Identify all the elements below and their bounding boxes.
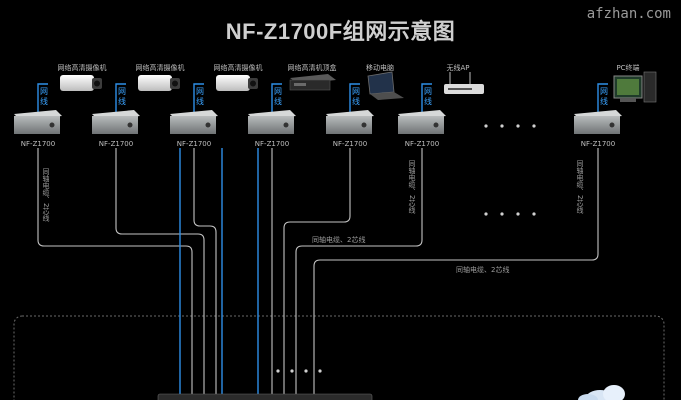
network-zone-frame <box>13 315 665 400</box>
coax-label: 同轴电缆、2芯线 <box>456 265 509 274</box>
coax-cable <box>37 148 193 400</box>
camera-icon <box>216 75 258 91</box>
network-cable <box>349 83 360 112</box>
net-label: 线 <box>196 96 204 106</box>
converter-icon <box>14 110 62 134</box>
converter-icon <box>248 110 296 134</box>
device-label: 移动电脑 <box>366 63 394 72</box>
network-cable <box>193 83 204 112</box>
desktop-pc-icon <box>613 71 657 103</box>
converter-icon <box>574 110 622 134</box>
net-label: 网 <box>274 87 282 96</box>
net-label: 网 <box>196 87 204 96</box>
converter-label: NF-Z1700 <box>581 140 615 148</box>
coax-cable <box>115 148 205 400</box>
network-cable <box>421 83 432 112</box>
net-label: 线 <box>118 96 126 106</box>
network-cable <box>597 83 608 112</box>
device-label: 网络高清摄像机 <box>58 63 107 72</box>
network-cable <box>271 83 282 112</box>
coax-cable <box>193 148 217 400</box>
device-label: 网络高清机顶盒 <box>288 63 337 72</box>
camera-icon <box>138 75 180 91</box>
set-top-box-icon <box>289 74 336 91</box>
net-label: 网 <box>352 87 360 96</box>
converter-label: NF-Z1700 <box>333 140 367 148</box>
converter-label: NF-Z1700 <box>99 140 133 148</box>
coax-cable <box>295 148 423 400</box>
device-label: PC终端 <box>616 63 639 72</box>
coax-vertical-label: 同轴电缆、2芯线 <box>576 160 584 214</box>
converter-icon <box>326 110 374 134</box>
converter-label: NF-Z1700 <box>21 140 55 148</box>
more-devices-dots <box>276 124 536 373</box>
watermark: afzhan.com <box>586 6 671 22</box>
coax-cable <box>283 148 351 400</box>
coax-label: 同轴电缆、2芯线 <box>312 235 365 244</box>
converter-label: NF-Z1700 <box>177 140 211 148</box>
net-label: 线 <box>424 96 432 106</box>
laptop-icon <box>367 71 404 100</box>
converter-icon <box>92 110 140 134</box>
cloud-icon <box>578 385 625 400</box>
net-label: 网 <box>424 87 432 96</box>
net-label: 线 <box>40 96 48 106</box>
wireless-router-icon <box>444 72 484 94</box>
coax-vertical-label: 同轴电缆、2芯线 <box>408 160 416 214</box>
device-label: 网络高清摄像机 <box>136 63 185 72</box>
page-title: NF-Z1700F组网示意图 <box>225 19 456 44</box>
converter-label: NF-Z1700 <box>405 140 439 148</box>
network-cable <box>115 83 126 112</box>
net-label: 线 <box>352 96 360 106</box>
coax-cables <box>37 148 599 400</box>
net-label: 网 <box>118 87 126 96</box>
net-label: 线 <box>600 96 608 106</box>
device-label: 无线AP <box>446 63 469 72</box>
coax-cable <box>313 148 599 400</box>
switch-icon <box>157 393 373 400</box>
net-label: 网 <box>600 87 608 96</box>
device-label: 网络高清摄像机 <box>214 63 263 72</box>
camera-icon <box>60 75 102 91</box>
converter-label: NF-Z1700 <box>255 140 289 148</box>
coax-vertical-label: 同轴电缆、2芯线 <box>42 168 50 222</box>
converter-icon <box>398 110 446 134</box>
net-label: 线 <box>274 96 282 106</box>
network-cables <box>37 83 608 400</box>
network-cable <box>37 83 48 112</box>
net-labels: 网 线 网 线 网 线 网 线 网 线 网 线 网 线 <box>40 87 608 106</box>
converter-icon <box>170 110 218 134</box>
net-label: 网 <box>40 87 48 96</box>
